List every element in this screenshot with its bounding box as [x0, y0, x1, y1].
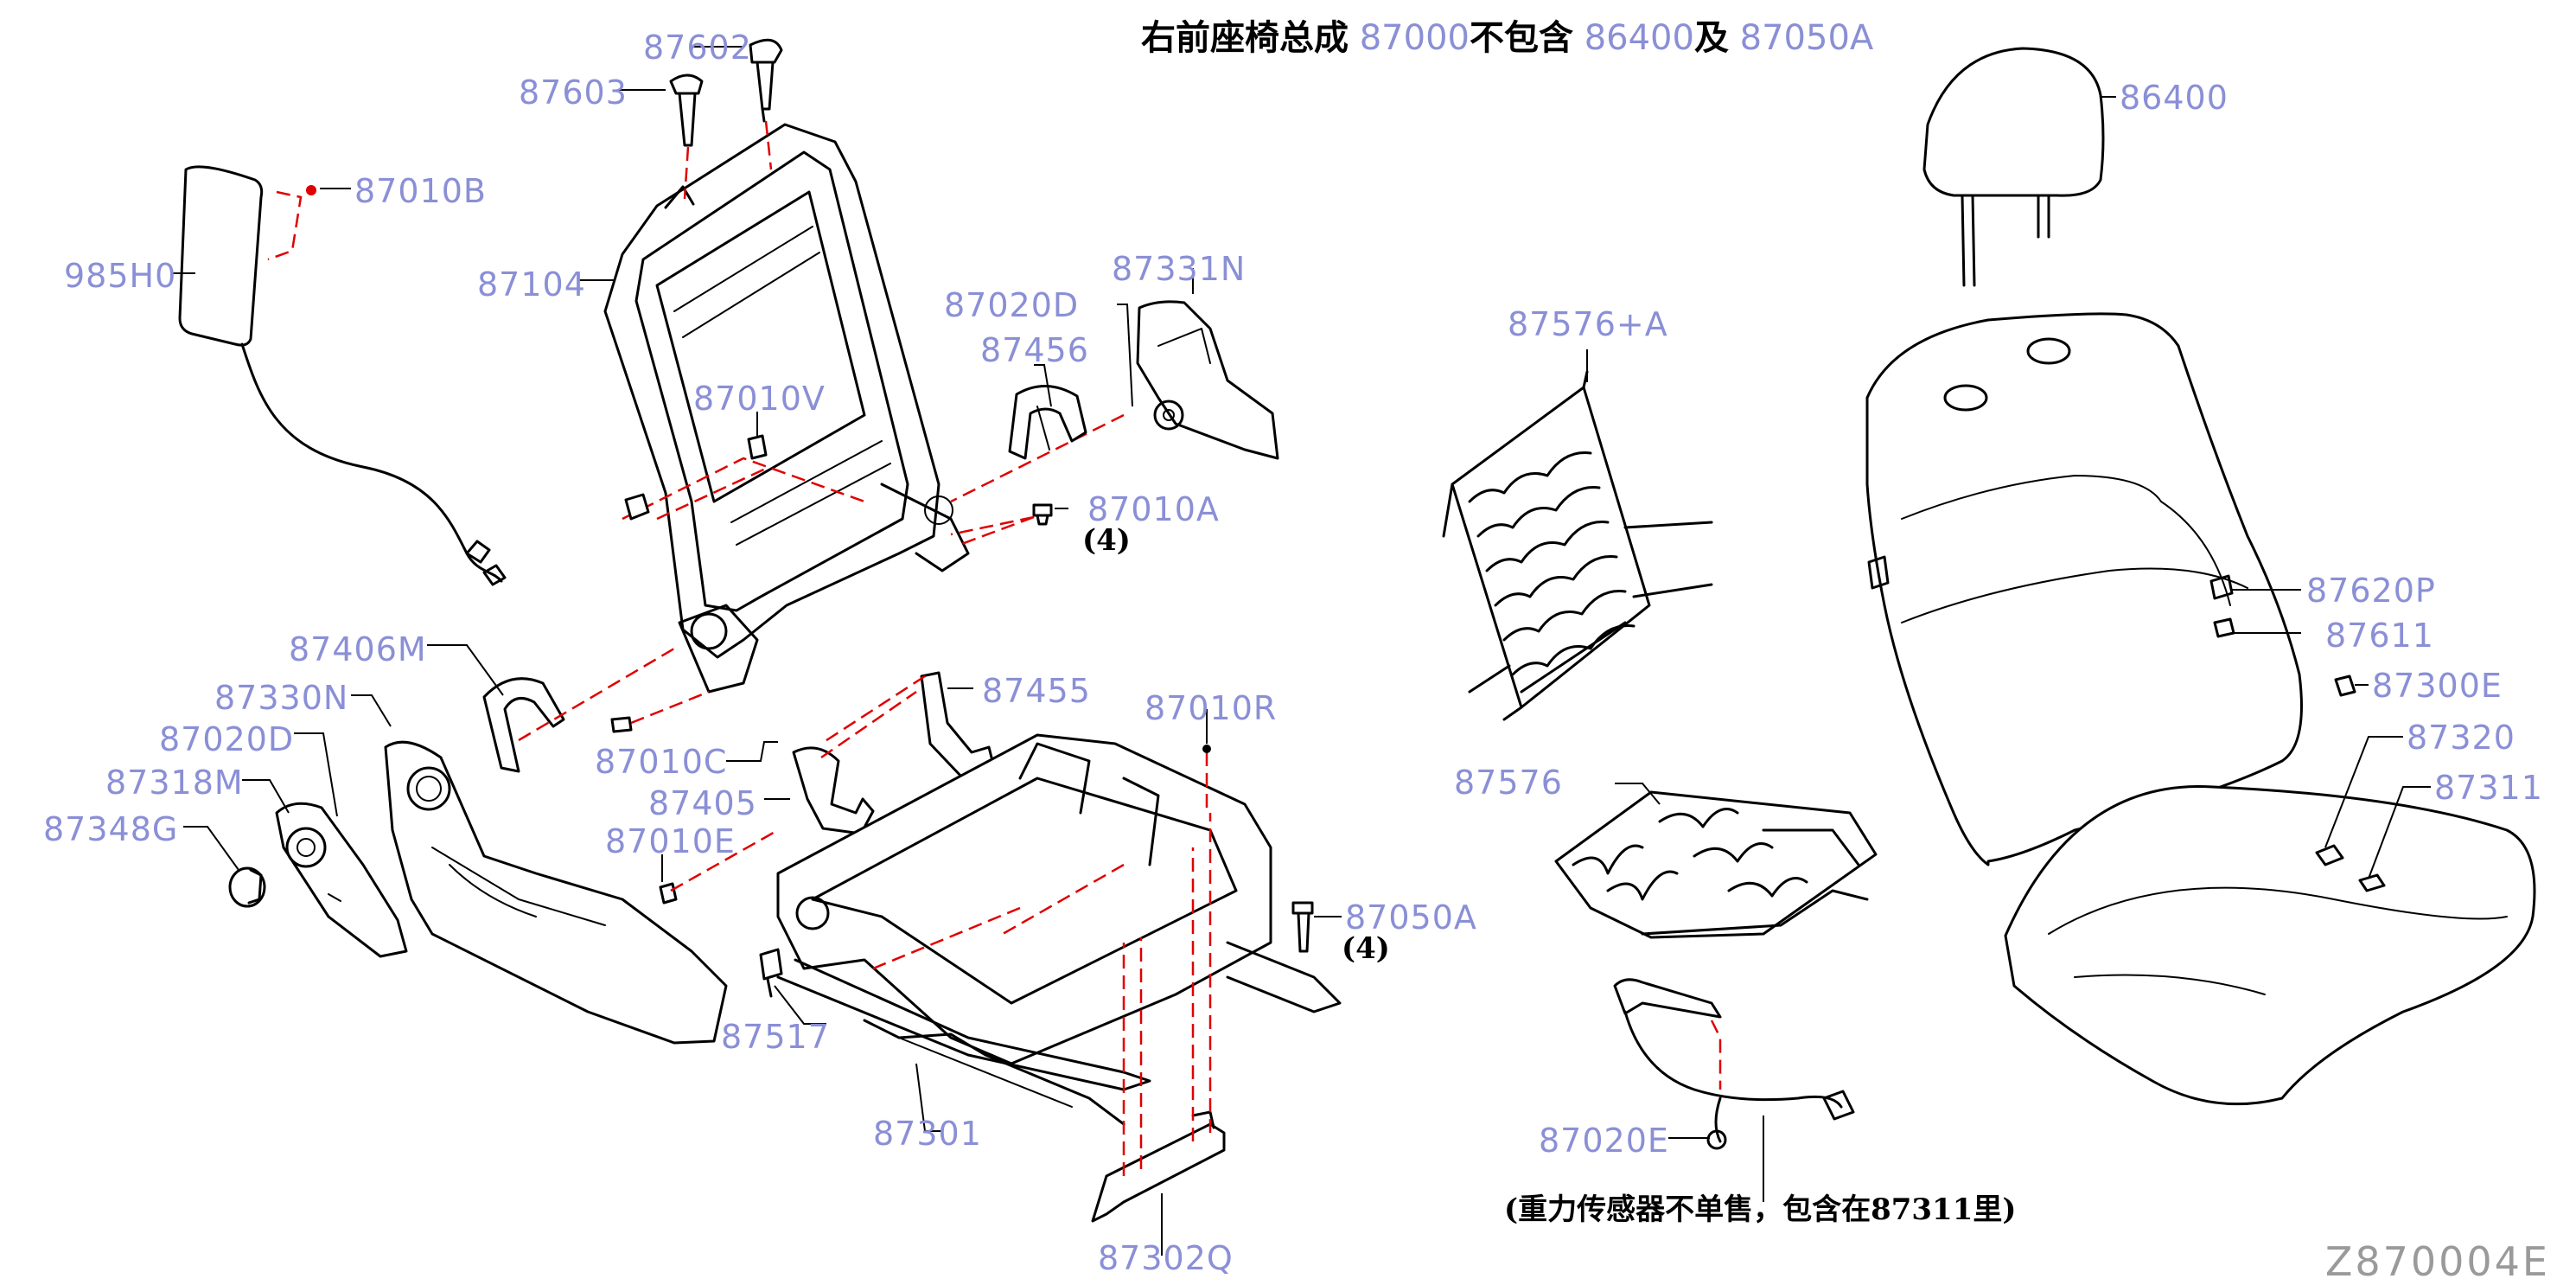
diagram-title: 右前座椅总成 87000不包含 86400及 87050A	[1141, 21, 1873, 55]
sensor-note: (重力传感器不单售，包含在87311里)	[1504, 1192, 2017, 1227]
knob-cap-87348G	[228, 866, 266, 908]
seat-back-frame	[603, 123, 970, 694]
label-87320[interactable]: 87320	[2407, 719, 2515, 757]
label-87318M[interactable]: 87318M	[105, 764, 244, 802]
label-87603[interactable]: 87603	[519, 74, 628, 112]
label-87010E[interactable]: 87010E	[605, 822, 736, 860]
bracket-87302Q	[1091, 752, 1226, 1223]
label-87010V[interactable]: 87010V	[693, 380, 826, 418]
label-87050A[interactable]: 87050A	[1345, 898, 1477, 937]
label-87348G[interactable]: 87348G	[43, 810, 179, 848]
label-985H0[interactable]: 985H0	[64, 257, 177, 295]
title-part-bolt[interactable]: 87050A	[1739, 18, 1874, 58]
label-87302Q[interactable]: 87302Q	[1098, 1239, 1234, 1277]
screw-87010E	[659, 828, 779, 905]
label-87602[interactable]: 87602	[643, 29, 752, 67]
seatback-trim	[1865, 312, 2303, 866]
cushion-frame-87301	[776, 733, 1342, 1126]
label-87020D-lower[interactable]: 87020D	[159, 720, 295, 758]
bolt-87050A	[1291, 901, 1314, 953]
bracket-87517	[759, 948, 783, 998]
label-87020E[interactable]: 87020E	[1539, 1122, 1669, 1160]
weight-sensor-harness	[1613, 978, 1855, 1150]
recliner-outer-cover	[950, 300, 1279, 503]
cover-87455	[820, 671, 994, 780]
headrest-guides	[669, 38, 783, 200]
cushion-trim	[2004, 784, 2536, 1106]
title-part-headrest[interactable]: 86400	[1584, 18, 1694, 58]
label-87517[interactable]: 87517	[721, 1018, 830, 1056]
headrest-86400	[1922, 47, 2105, 287]
clip-87010R	[1202, 745, 1211, 753]
label-87010R[interactable]: 87010R	[1145, 689, 1278, 727]
recliner-inner-cover-87406M	[482, 647, 675, 773]
label-87104[interactable]: 87104	[477, 265, 586, 304]
clip-87010V	[747, 434, 768, 460]
label-87301[interactable]: 87301	[873, 1115, 982, 1153]
title-and: 及	[1693, 18, 1729, 58]
label-87576[interactable]: 87576	[1454, 764, 1563, 802]
label-87311[interactable]: 87311	[2434, 769, 2543, 807]
qty-87050A: (4)	[1342, 931, 1390, 966]
label-87611[interactable]: 87611	[2325, 617, 2434, 655]
label-87620P[interactable]: 87620P	[2306, 572, 2436, 610]
label-87331N[interactable]: 87331N	[1112, 250, 1247, 288]
title-assembly: 右前座椅总成	[1141, 18, 1349, 58]
cushion-spring-mat	[1554, 790, 1878, 939]
diagram-code: Z870004E	[2324, 1238, 2550, 1285]
label-87330N[interactable]: 87330N	[214, 679, 349, 717]
label-87576A[interactable]: 87576+A	[1508, 305, 1668, 343]
label-87300E[interactable]: 87300E	[2372, 667, 2503, 705]
label-87455[interactable]: 87455	[982, 672, 1091, 710]
label-87010A[interactable]: 87010A	[1087, 490, 1220, 528]
label-86400[interactable]: 86400	[2120, 79, 2228, 117]
label-87010B[interactable]: 87010B	[354, 172, 487, 210]
screw-87010C	[610, 690, 710, 733]
screw-87010A	[950, 503, 1053, 547]
label-87405[interactable]: 87405	[648, 784, 757, 822]
recliner-cover-87456	[1008, 385, 1087, 460]
label-87020D-upper[interactable]: 87020D	[944, 286, 1080, 324]
leader-lines	[173, 46, 2431, 1256]
recline-knob-87318M	[275, 802, 408, 958]
title-part-main[interactable]: 87000	[1359, 18, 1470, 58]
label-87010C[interactable]: 87010C	[595, 743, 728, 781]
side-shield-87330N	[384, 740, 728, 1045]
clip-87300E	[2334, 674, 2356, 697]
label-87456[interactable]: 87456	[980, 331, 1089, 369]
title-excludes: 不包含	[1469, 18, 1573, 58]
label-87406M[interactable]: 87406M	[289, 630, 427, 668]
seatback-spring-mat	[1442, 370, 1713, 721]
qty-87010A: (4)	[1082, 523, 1131, 558]
side-airbag-module	[178, 165, 507, 586]
frame-clip-left	[624, 493, 650, 521]
